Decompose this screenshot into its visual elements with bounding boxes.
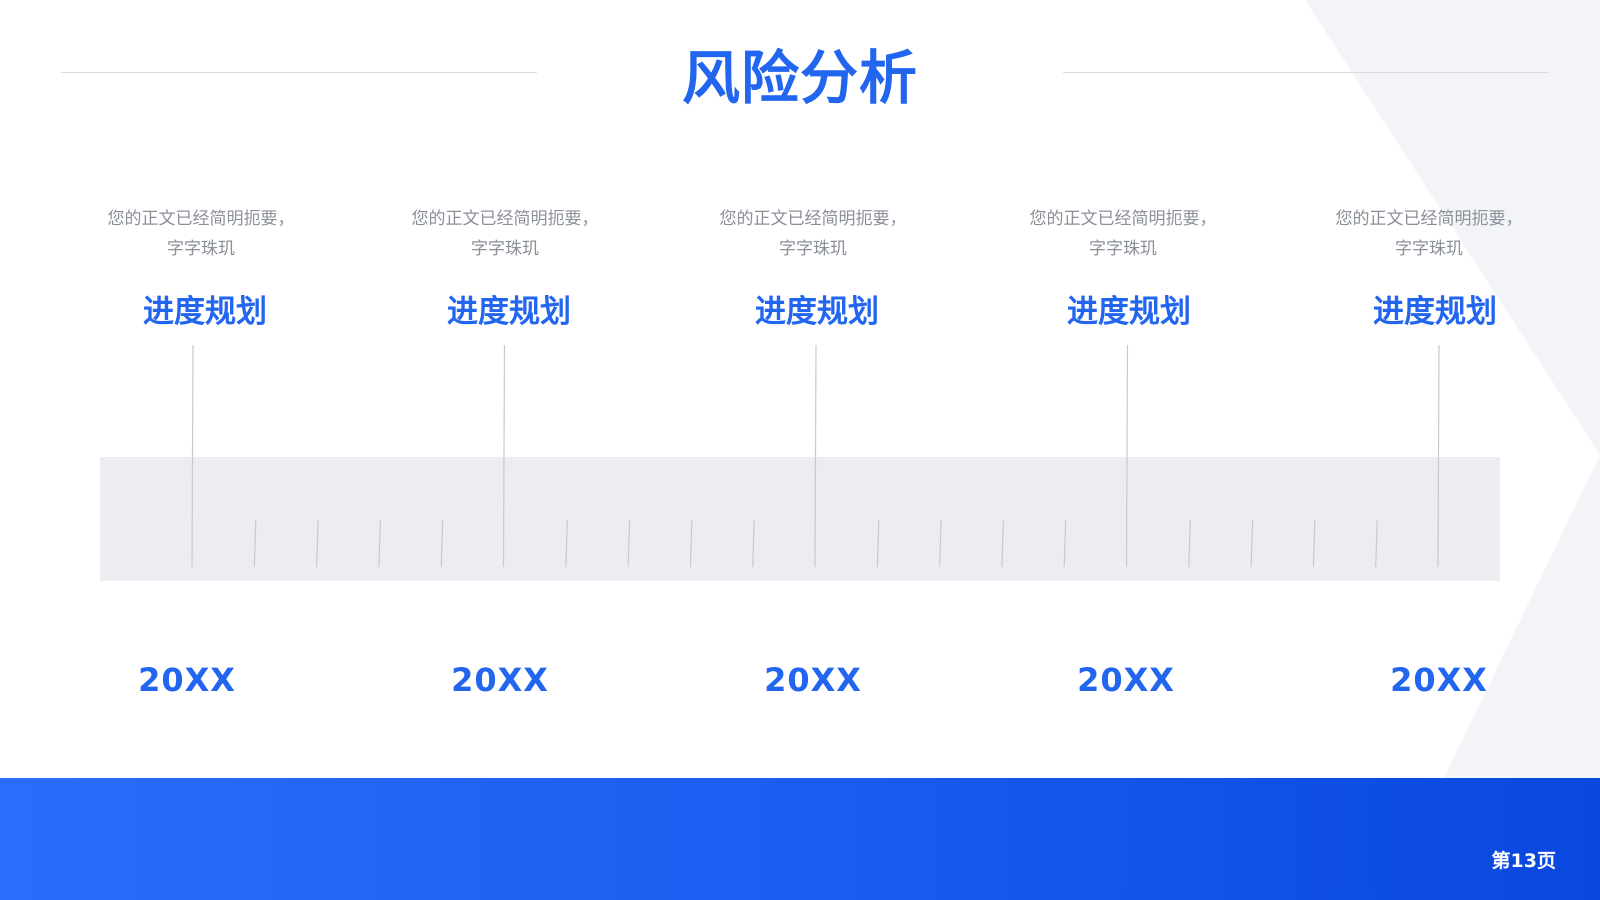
footer-band	[0, 778, 1600, 900]
ruler-tick	[378, 519, 381, 568]
milestone-connector-line	[191, 344, 194, 568]
ruler-tick	[1188, 519, 1191, 568]
milestone-description: 您的正文已经简明扼要， 字字珠玑	[993, 204, 1253, 264]
milestone-connector-line	[1437, 344, 1440, 568]
milestone-description-line: 字字珠玑	[471, 239, 539, 259]
milestone-description-line: 字字珠玑	[167, 239, 235, 259]
milestone-heading: 进度规划	[1373, 294, 1497, 330]
title-divider-right	[1063, 72, 1549, 73]
year-label: 20XX	[138, 661, 236, 699]
milestone-description-line: 您的正文已经简明扼要，	[1029, 209, 1217, 229]
milestone-description: 您的正文已经简明扼要， 字字珠玑	[1299, 204, 1559, 264]
milestone-description: 您的正文已经简明扼要， 字字珠玑	[375, 204, 635, 264]
ruler-tick	[440, 519, 444, 568]
year-label: 20XX	[451, 661, 549, 699]
milestone-description-line: 您的正文已经简明扼要，	[719, 209, 907, 229]
milestone-description-line: 您的正文已经简明扼要，	[107, 209, 295, 229]
milestone-description-line: 字字珠玑	[1089, 239, 1157, 259]
ruler-tick	[1001, 519, 1004, 568]
milestone-description: 您的正文已经简明扼要， 字字珠玑	[683, 204, 943, 264]
milestone-description-line: 字字珠玑	[779, 239, 847, 259]
ruler-tick	[1312, 519, 1316, 568]
milestone-connector-line	[502, 344, 506, 568]
milestone-description-line: 字字珠玑	[1395, 239, 1463, 259]
milestone-description-line: 您的正文已经简明扼要，	[1335, 209, 1523, 229]
ruler-tick	[627, 519, 631, 568]
milestone-description: 您的正文已经简明扼要， 字字珠玑	[71, 204, 331, 264]
title-divider-left	[61, 72, 537, 73]
year-label: 20XX	[1390, 661, 1488, 699]
ruler-tick	[689, 519, 693, 568]
ruler-tick	[752, 519, 755, 568]
ruler-tick	[1375, 519, 1378, 568]
ruler-tick	[316, 519, 319, 568]
milestone-heading: 进度规划	[755, 294, 879, 330]
year-label: 20XX	[1077, 661, 1175, 699]
ruler-tick	[1063, 519, 1067, 568]
milestone-connector-line	[1125, 344, 1129, 568]
timeline-band	[100, 457, 1500, 581]
page-number: 第13页	[1491, 850, 1556, 872]
milestone-heading: 进度规划	[143, 294, 267, 330]
ruler-tick	[1250, 519, 1254, 568]
ruler-tick	[876, 519, 880, 568]
page-title: 风险分析	[681, 44, 918, 112]
milestone-heading: 进度规划	[1067, 294, 1191, 330]
year-label: 20XX	[764, 661, 862, 699]
milestone-connector-line	[814, 344, 817, 568]
milestone-description-line: 您的正文已经简明扼要，	[411, 209, 599, 229]
ruler-tick	[253, 519, 257, 568]
ruler-tick	[939, 519, 942, 568]
ruler-tick	[565, 519, 568, 568]
milestone-heading: 进度规划	[447, 294, 571, 330]
